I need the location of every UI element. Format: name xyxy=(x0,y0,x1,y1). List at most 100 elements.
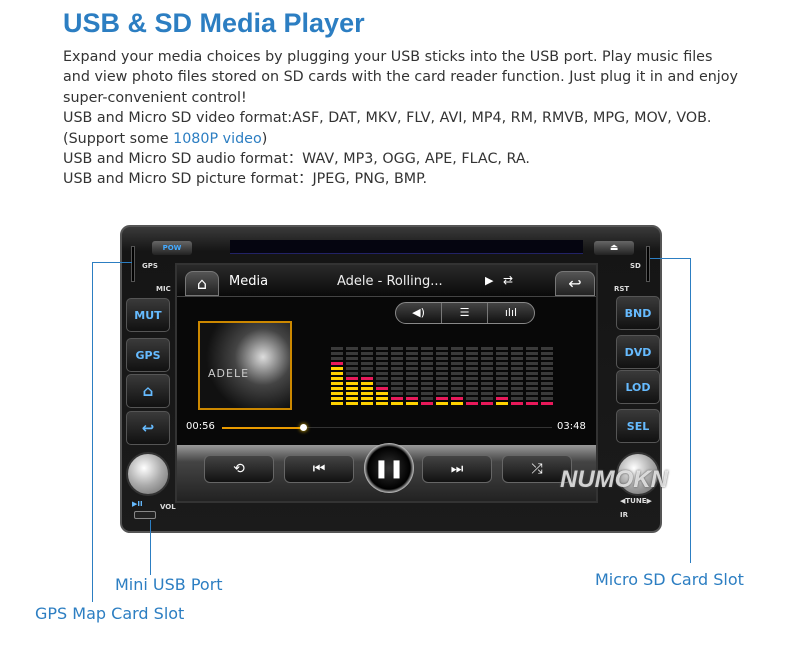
eq-segment xyxy=(451,377,463,380)
support-suffix: ) xyxy=(261,130,268,147)
screen-header: ⌂ Media Adele - Rolling... ▶ ⇄ ↩ xyxy=(177,265,596,297)
eq-segment xyxy=(436,377,448,380)
eq-band-1 xyxy=(331,347,343,405)
gps-callout-line-v xyxy=(92,262,93,602)
dvd-button[interactable]: DVD xyxy=(616,335,660,369)
eq-segment xyxy=(436,392,448,395)
eq-segment xyxy=(361,372,373,375)
eq-segment xyxy=(526,367,538,370)
eq-segment xyxy=(481,377,493,380)
eq-segment xyxy=(346,347,358,350)
play-pause-label: ▶II xyxy=(132,500,143,508)
eq-segment xyxy=(421,392,433,395)
eq-segment xyxy=(376,397,388,400)
playlist-icon[interactable]: ☰ xyxy=(442,303,488,323)
eq-segment xyxy=(511,362,523,365)
eq-segment xyxy=(421,382,433,385)
load-button[interactable]: LOD xyxy=(616,370,660,404)
mute-button[interactable]: MUT xyxy=(126,298,170,332)
eq-segment xyxy=(406,357,418,360)
eq-segment xyxy=(526,377,538,380)
eq-segment xyxy=(361,387,373,390)
eq-segment xyxy=(331,367,343,370)
eq-segment xyxy=(496,357,508,360)
select-button[interactable]: SEL xyxy=(616,409,660,443)
eq-segment xyxy=(526,382,538,385)
gps-button[interactable]: GPS xyxy=(126,338,170,372)
eq-segment xyxy=(391,392,403,395)
eq-segment xyxy=(391,347,403,350)
back-hw-button[interactable]: ↩ xyxy=(126,411,170,445)
eq-segment xyxy=(481,382,493,385)
eq-band-8 xyxy=(436,347,448,405)
eq-segment xyxy=(511,387,523,390)
support-prefix: (Support some xyxy=(63,130,174,147)
eq-segment xyxy=(481,402,493,405)
eq-segment xyxy=(421,402,433,405)
eq-segment xyxy=(331,347,343,350)
back-icon[interactable]: ↩ xyxy=(555,271,595,296)
eq-segment xyxy=(466,387,478,390)
home-icon[interactable]: ⌂ xyxy=(185,271,219,296)
eq-segment xyxy=(376,372,388,375)
eq-segment xyxy=(466,382,478,385)
eq-segment xyxy=(361,362,373,365)
eq-segment xyxy=(451,347,463,350)
power-button[interactable]: POW xyxy=(152,241,192,255)
eq-segment xyxy=(421,357,433,360)
eq-band-5 xyxy=(391,347,403,405)
eq-segment xyxy=(331,352,343,355)
tune-knob[interactable] xyxy=(616,452,660,496)
volume-knob[interactable] xyxy=(126,452,170,496)
eq-segment xyxy=(421,397,433,400)
eq-segment xyxy=(436,397,448,400)
eq-segment xyxy=(346,357,358,360)
description: Expand your media choices by plugging yo… xyxy=(63,47,743,190)
1080p-link[interactable]: 1080P video xyxy=(173,130,262,147)
eq-segment xyxy=(466,362,478,365)
eq-segment xyxy=(391,382,403,385)
eq-band-10 xyxy=(466,347,478,405)
elapsed-time: 00:56 xyxy=(186,421,215,432)
eq-segment xyxy=(481,372,493,375)
shuffle-button[interactable]: ⤮ xyxy=(502,455,572,483)
eq-segment xyxy=(496,387,508,390)
media-screen: ⌂ Media Adele - Rolling... ▶ ⇄ ↩ ◀)☰ ılıl… xyxy=(175,263,598,503)
eq-segment xyxy=(391,387,403,390)
progress-fill xyxy=(222,427,303,429)
eq-segment xyxy=(511,367,523,370)
next-button[interactable]: ⏭ xyxy=(422,455,492,483)
eq-segment xyxy=(361,377,373,380)
eq-segment xyxy=(331,372,343,375)
band-button[interactable]: BND xyxy=(616,296,660,330)
repeat-mode-icon: ⇄ xyxy=(503,273,514,287)
eq-segment xyxy=(511,402,523,405)
eject-button[interactable]: ⏏ xyxy=(594,241,634,255)
eq-band-13 xyxy=(511,347,523,405)
eq-segment xyxy=(451,352,463,355)
previous-button[interactable]: ⏮ xyxy=(284,455,354,483)
equalizer-icon[interactable]: ılıl xyxy=(504,306,518,319)
progress-track[interactable] xyxy=(222,424,552,431)
eq-band-12 xyxy=(496,347,508,405)
eq-segment xyxy=(361,367,373,370)
album-text: ADELE xyxy=(208,367,250,380)
eq-segment xyxy=(496,377,508,380)
eq-segment xyxy=(496,362,508,365)
progress-handle[interactable] xyxy=(299,424,307,431)
pause-button[interactable]: ❚❚ xyxy=(364,443,414,493)
eq-segment xyxy=(406,352,418,355)
eq-segment xyxy=(421,377,433,380)
home-hw-button[interactable]: ⌂ xyxy=(126,374,170,408)
eq-segment xyxy=(466,377,478,380)
play-state-icon: ▶ xyxy=(485,274,494,287)
repeat-button[interactable]: ⟲ xyxy=(204,455,274,483)
eq-segment xyxy=(526,392,538,395)
eq-band-6 xyxy=(406,347,418,405)
volume-icon[interactable]: ◀) xyxy=(396,303,442,323)
eq-segment xyxy=(376,382,388,385)
audio-tabs: ◀)☰ ılıl xyxy=(395,302,535,324)
tune-label: ◀TUNE▶ xyxy=(620,497,652,505)
eq-segment xyxy=(541,352,553,355)
eq-segment xyxy=(346,392,358,395)
